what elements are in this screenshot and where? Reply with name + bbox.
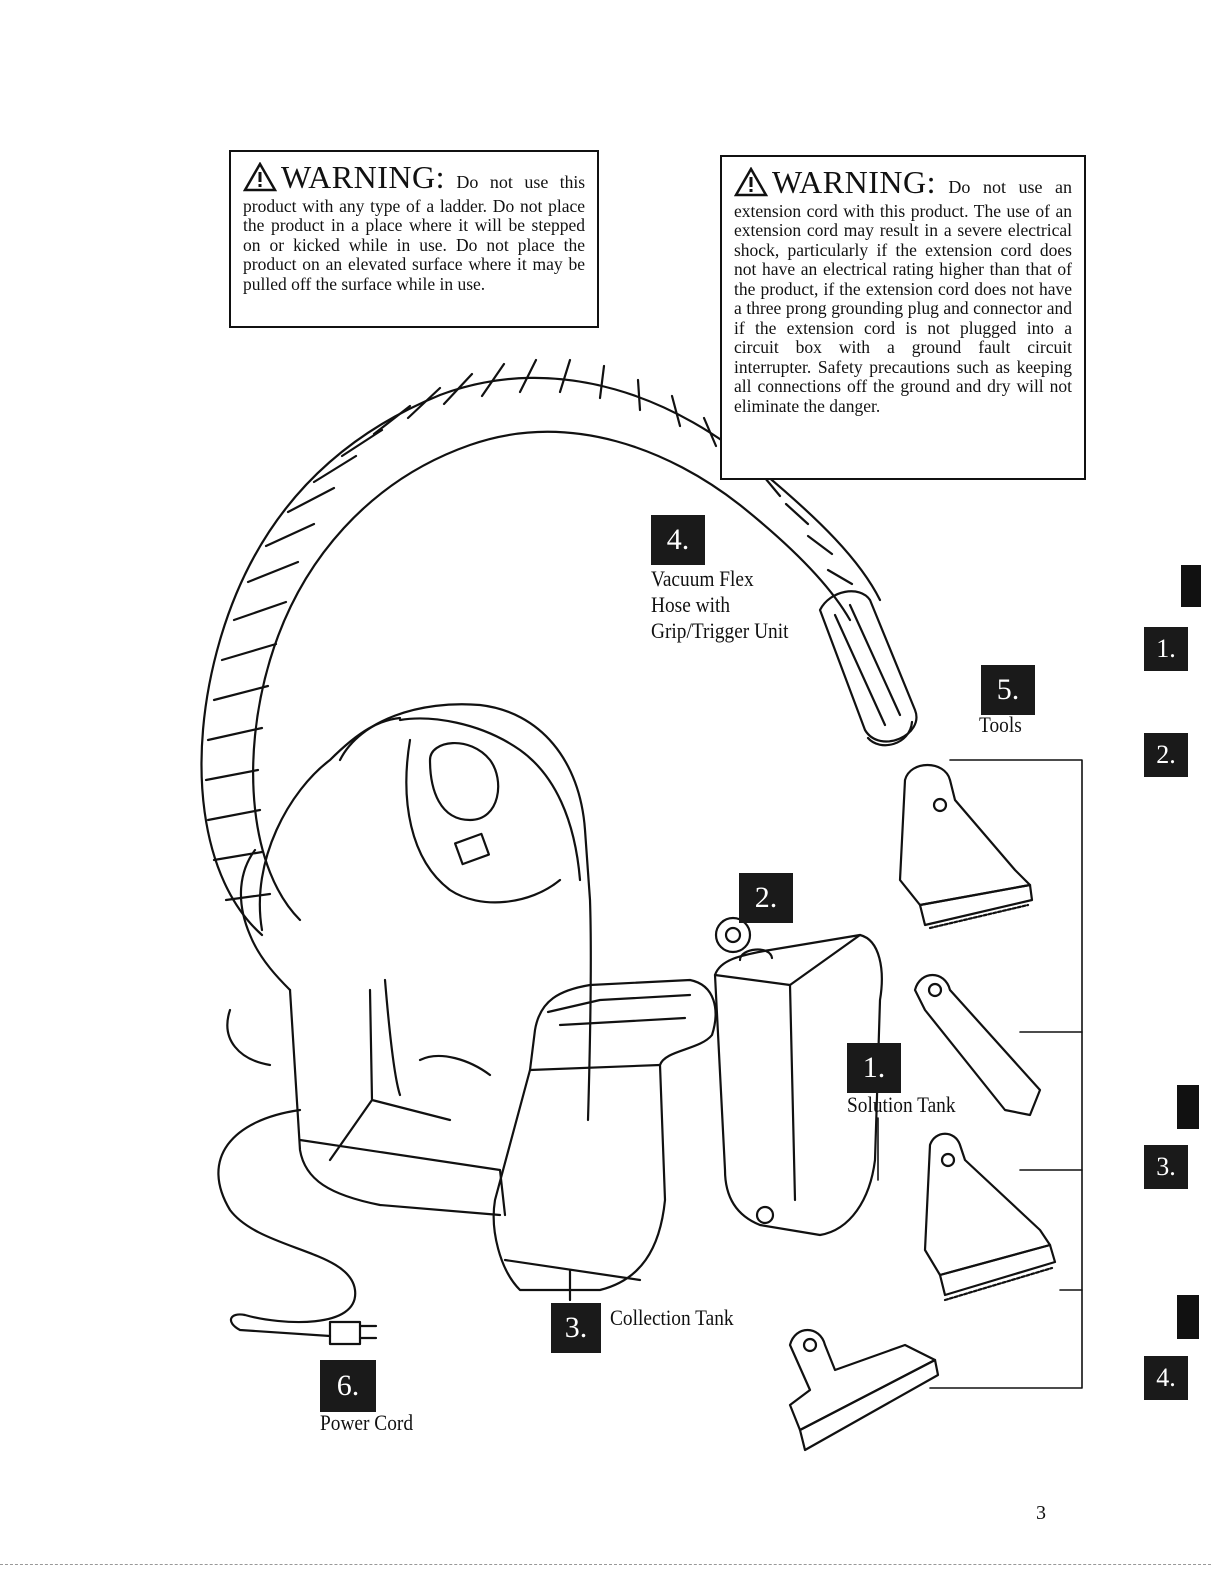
warning-triangle-icon [733,166,769,202]
section-tab-3: 3. [1144,1145,1188,1189]
tool-squeegee [788,1329,940,1452]
warning-lead: Do not use an [948,177,1073,197]
section-tab-1: 1. [1144,627,1188,671]
warning-ladder-box: WARNING: Do not use this product with an… [229,150,599,328]
tools-bracket [877,759,1083,1389]
part-label-power-cord: Power Cord [320,1410,414,1435]
power-cord-line [217,1108,378,1346]
warning-body: extension cord with this product. The us… [734,200,1072,416]
section-edge-tab [1181,565,1201,607]
warning-heading: WARNING: [772,164,936,200]
main-unit-body [226,703,592,1217]
part-badge-4: 4. [651,515,705,565]
warning-triangle-icon [242,161,278,197]
tool-crevice [913,974,1042,1117]
part-badge-2: 2. [739,873,793,923]
hose-nozzle [818,590,918,747]
warning-body: this product with any type of a ladder. … [243,172,586,294]
page-number: 3 [1036,1502,1046,1524]
part-label-flex-hose: Vacuum Flex Hose with Grip/Trigger Unit [651,566,789,643]
collection-tank-shape [492,978,717,1302]
warning-extension-cord-box: WARNING: Do not use an extension cord wi… [720,155,1086,480]
part-label-tools: Tools [979,712,1022,737]
tool-wide-brush [923,1132,1057,1302]
part-label-collection-tank: Collection Tank [610,1305,734,1330]
flex-hose [200,358,882,937]
bottom-rule [0,1564,1211,1565]
tool-upholstery-brush [898,764,1034,930]
section-tab-2: 2. [1144,733,1188,777]
part-badge-1: 1. [847,1043,901,1093]
section-edge-tab [1177,1085,1199,1129]
part-label-solution-tank: Solution Tank [847,1092,956,1117]
section-tab-4: 4. [1144,1356,1188,1400]
warning-heading: WARNING: [281,159,445,195]
part-badge-3: 3. [551,1303,601,1353]
solution-tank-shape [713,916,883,1237]
section-edge-tab [1177,1295,1199,1339]
warning-lead: Do not use [456,172,549,192]
part-badge-5: 5. [981,665,1035,715]
part-badge-6: 6. [320,1360,376,1412]
